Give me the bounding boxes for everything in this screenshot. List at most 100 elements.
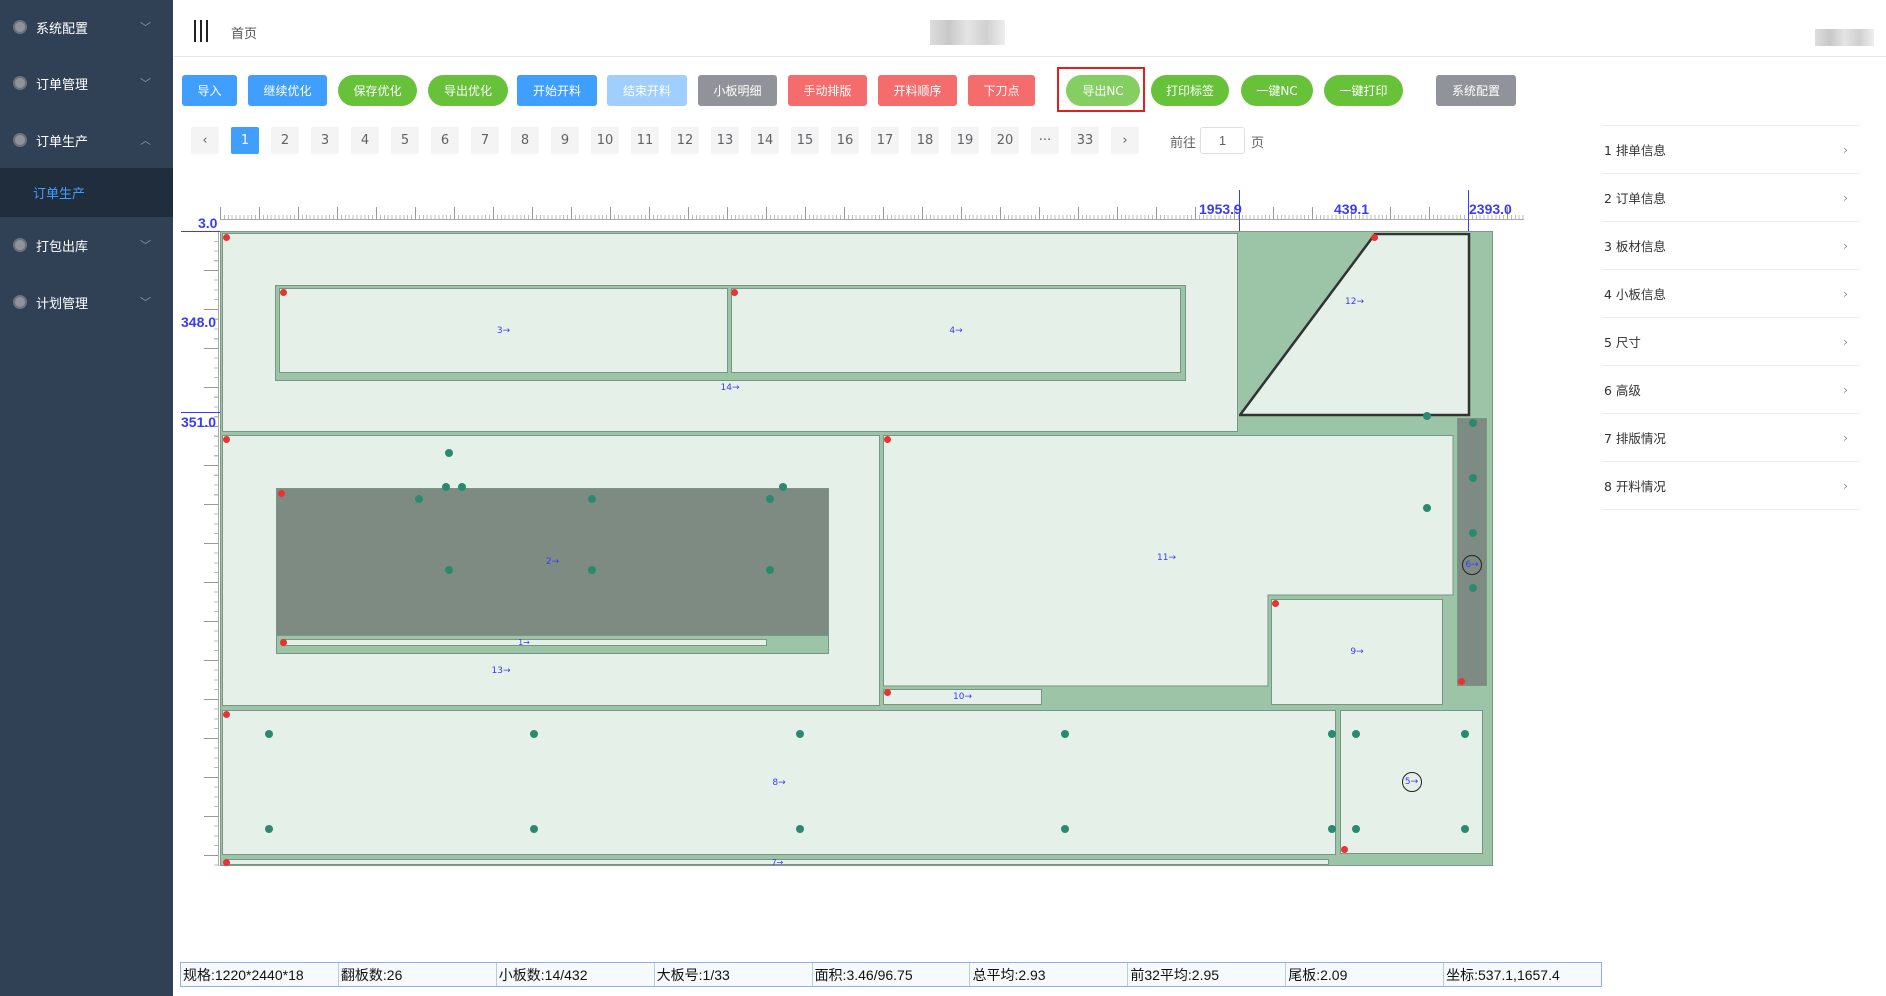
page-button[interactable]: 19: [951, 127, 979, 154]
piece-9[interactable]: 9→: [1271, 599, 1443, 705]
piece-12[interactable]: [1239, 233, 1471, 417]
sidebar-subitem-order-production[interactable]: 订单生产: [0, 168, 173, 217]
chevron-right-icon: ›: [1843, 286, 1848, 301]
piece-10[interactable]: 10→: [883, 689, 1042, 705]
piece-11[interactable]: [883, 435, 1455, 688]
chevron-right-icon: ›: [1843, 238, 1848, 253]
start-point-marker: [223, 234, 230, 241]
info-section[interactable]: 8 开料情况›: [1602, 462, 1860, 510]
left-ruler: [204, 231, 219, 866]
page-button[interactable]: 16: [831, 127, 859, 154]
part-details-button[interactable]: 小板明细: [698, 75, 777, 106]
page-button[interactable]: 33: [1071, 127, 1099, 154]
goto-page-input[interactable]: [1200, 127, 1245, 154]
page-button[interactable]: 10: [591, 127, 619, 154]
page-button[interactable]: 6: [431, 127, 459, 154]
chevron-right-icon: ›: [1843, 142, 1848, 157]
page-button[interactable]: 3: [311, 127, 339, 154]
gear-icon: [13, 20, 27, 34]
page-button[interactable]: 17: [871, 127, 899, 154]
page-button[interactable]: 8: [511, 127, 539, 154]
page-button[interactable]: 7: [471, 127, 499, 154]
start-cutting-button[interactable]: 开始开料: [517, 75, 597, 106]
one-click-nc-button[interactable]: 一键NC: [1241, 75, 1313, 106]
piece-2[interactable]: 2→: [276, 488, 829, 636]
info-section[interactable]: 5 尺寸›: [1602, 318, 1860, 366]
export-nc-button[interactable]: 导出NC: [1066, 75, 1140, 106]
chevron-right-icon: ›: [1843, 430, 1848, 445]
end-cutting-button[interactable]: 结束开料: [607, 75, 687, 106]
piece-5[interactable]: 5→: [1340, 710, 1483, 854]
ruler-marker: [1468, 190, 1469, 232]
cutting-board-canvas[interactable]: 14→ 3→ 4→ 12→ 13→ 2→ 1→ 11→ 9→ 10→ 6→ 8→…: [220, 231, 1493, 867]
drill-hole-marker: [458, 483, 466, 491]
page-button[interactable]: 9: [551, 127, 579, 154]
page-button[interactable]: 5: [391, 127, 419, 154]
prev-page-button[interactable]: ‹: [191, 127, 219, 154]
page-button[interactable]: 15: [791, 127, 819, 154]
page-button[interactable]: 11: [631, 127, 659, 154]
drill-hole-marker: [1469, 584, 1477, 592]
sidebar: 系统配置﹀ 订单管理﹀ 订单生产︿ 订单生产 打包出库﹀ 计划管理﹀: [0, 0, 173, 996]
piece-6[interactable]: 6→: [1457, 418, 1487, 686]
sidebar-item-system-config[interactable]: 系统配置﹀: [0, 7, 173, 47]
drill-hole-marker: [766, 566, 774, 574]
cut-point-button[interactable]: 下刀点: [968, 75, 1035, 106]
drill-hole-marker: [1469, 419, 1477, 427]
chevron-down-icon: ﹀: [140, 296, 151, 309]
drill-hole-marker: [1352, 730, 1360, 738]
start-point-marker: [1458, 678, 1465, 685]
sidebar-item-plan[interactable]: 计划管理﹀: [0, 282, 173, 322]
drill-hole-marker: [265, 825, 273, 833]
divider: [1602, 125, 1860, 126]
more-pages-button[interactable]: ···: [1031, 127, 1059, 154]
system-config-button[interactable]: 系统配置: [1436, 75, 1516, 106]
ruler-label: 348.0: [181, 314, 217, 330]
import-button[interactable]: 导入: [182, 75, 237, 106]
drill-hole-marker: [442, 483, 450, 491]
one-click-print-button[interactable]: 一键打印: [1324, 75, 1403, 106]
piece-4[interactable]: 4→: [731, 288, 1181, 373]
print-label-button[interactable]: 打印标签: [1151, 75, 1229, 106]
piece-7[interactable]: 7→: [226, 858, 1329, 867]
page-button[interactable]: 13: [711, 127, 739, 154]
hamburger-icon[interactable]: [194, 20, 208, 42]
start-point-marker: [1371, 234, 1378, 241]
piece-8[interactable]: 8→: [222, 710, 1336, 855]
page-button[interactable]: 14: [751, 127, 779, 154]
info-section[interactable]: 2 订单信息›: [1602, 174, 1860, 222]
start-point-marker: [731, 289, 738, 296]
page-button[interactable]: 20: [991, 127, 1019, 154]
info-section[interactable]: 6 高级›: [1602, 366, 1860, 414]
drill-hole-marker: [1461, 730, 1469, 738]
cutting-order-button[interactable]: 开料顺序: [878, 75, 957, 106]
continue-optimize-button[interactable]: 继续优化: [248, 75, 327, 106]
gear-icon: [13, 76, 27, 90]
page-button[interactable]: 2: [271, 127, 299, 154]
drill-hole-marker: [779, 483, 787, 491]
export-optimize-button[interactable]: 导出优化: [428, 75, 508, 106]
piece-3[interactable]: 3→: [279, 288, 728, 373]
page-button[interactable]: 4: [351, 127, 379, 154]
save-optimize-button[interactable]: 保存优化: [338, 75, 417, 106]
manual-layout-button[interactable]: 手动排版: [788, 75, 867, 106]
drill-hole-marker: [766, 495, 774, 503]
info-section[interactable]: 1 排单信息›: [1602, 126, 1860, 174]
sidebar-item-order-management[interactable]: 订单管理﹀: [0, 63, 173, 103]
info-section[interactable]: 3 板材信息›: [1602, 222, 1860, 270]
page-button[interactable]: 12: [671, 127, 699, 154]
breadcrumb[interactable]: 首页: [231, 27, 258, 42]
drill-hole-marker: [1461, 825, 1469, 833]
drill-hole-marker: [1352, 825, 1360, 833]
status-field: 坐标:537.1,1657.4: [1446, 966, 1560, 983]
drill-hole-marker: [796, 730, 804, 738]
info-section[interactable]: 4 小板信息›: [1602, 270, 1860, 318]
next-page-button[interactable]: ›: [1111, 127, 1139, 154]
page-button[interactable]: 18: [911, 127, 939, 154]
sidebar-item-order-production[interactable]: 订单生产︿: [0, 120, 173, 160]
drill-hole-marker: [1061, 825, 1069, 833]
info-section[interactable]: 7 排版情况›: [1602, 414, 1860, 462]
piece-1[interactable]: 1→: [281, 638, 767, 647]
page-button[interactable]: 1: [231, 127, 259, 154]
sidebar-item-packing[interactable]: 打包出库﹀: [0, 225, 173, 265]
